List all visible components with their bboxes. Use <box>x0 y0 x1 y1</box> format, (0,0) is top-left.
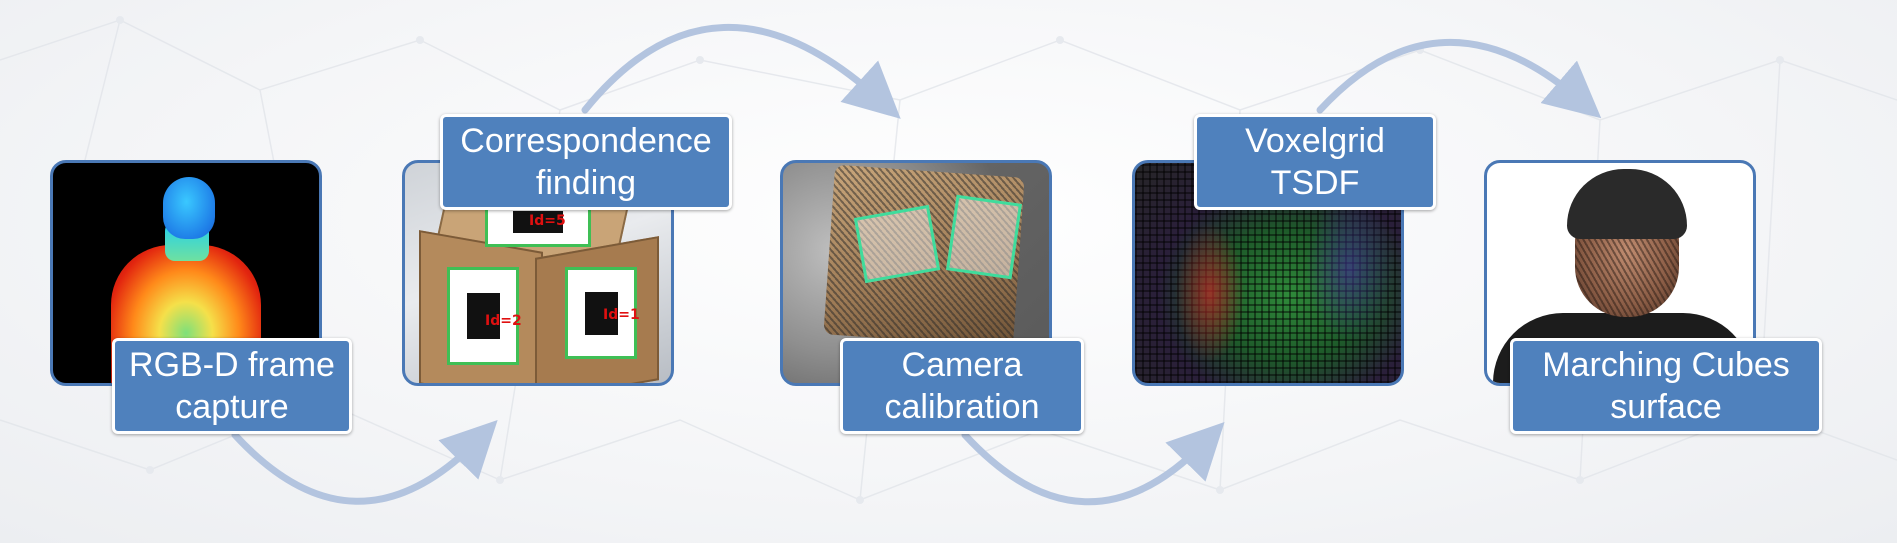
face-cap <box>1567 169 1687 239</box>
step-label-marching-cubes: Marching Cubes surface <box>1510 338 1822 434</box>
voxel-blue-region <box>1305 193 1395 343</box>
arrow-3-to-4 <box>961 421 1225 506</box>
step-label-line: Marching Cubes <box>1542 346 1790 384</box>
marker-id-tag: Id=2 <box>485 313 522 329</box>
aruco-marker <box>853 204 941 284</box>
step-label-line: Voxelgrid <box>1245 122 1385 160</box>
step-label-line: surface <box>1610 388 1722 426</box>
step-label-line: capture <box>175 388 289 426</box>
voxel-red-region <box>1175 223 1245 363</box>
aruco-marker <box>447 267 519 365</box>
step-label-line: finding <box>535 164 637 202</box>
arrow-1-to-2 <box>231 420 498 505</box>
step-label-line: calibration <box>884 388 1040 426</box>
marker-id-tag: Id=5 <box>529 213 566 229</box>
step-label-correspondence: Correspondence finding <box>440 114 732 210</box>
step-label-voxelgrid-tsdf: Voxelgrid TSDF <box>1194 114 1436 210</box>
arrow-2-to-3 <box>581 24 901 119</box>
step-label-line: Camera <box>901 346 1023 384</box>
arrow-4-to-5 <box>1316 38 1602 119</box>
step-label-line: TSDF <box>1270 164 1360 202</box>
step-label-rgbd-capture: RGB-D frame capture <box>112 338 352 434</box>
depth-head <box>163 177 215 239</box>
step-label-camera-calibration: Camera calibration <box>840 338 1084 434</box>
step-label-line: RGB-D frame <box>129 346 335 384</box>
marker-id-tag: Id=1 <box>603 307 640 323</box>
step-label-line: Correspondence <box>460 122 712 160</box>
aruco-marker <box>565 267 637 359</box>
aruco-marker <box>946 194 1022 280</box>
